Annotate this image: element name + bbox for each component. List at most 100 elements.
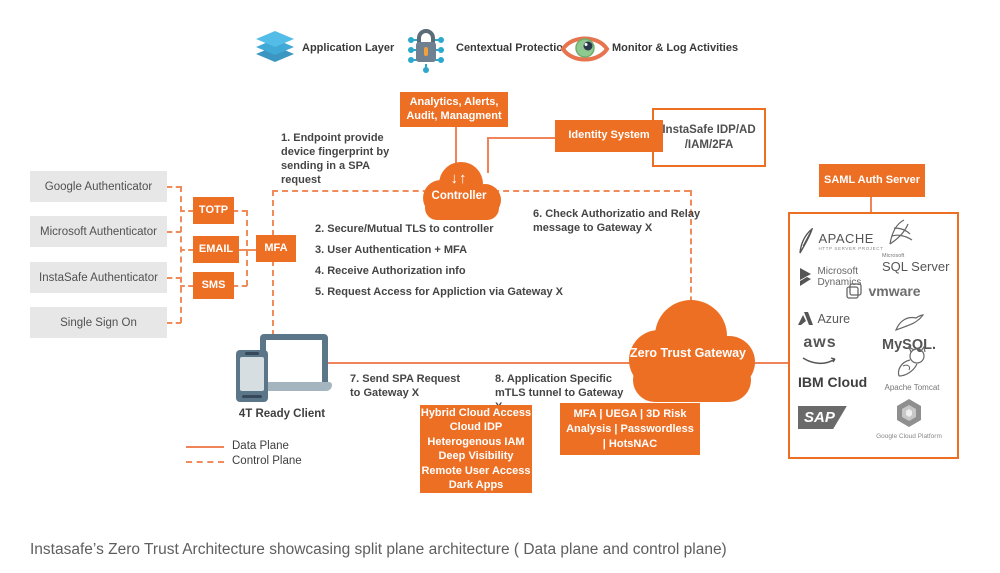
client-label: 4T Ready Client <box>238 408 326 420</box>
connector-rail-mfa <box>246 249 257 251</box>
step-4: 4. Receive Authorization info <box>315 265 466 277</box>
hybrid-features-box: Hybrid Cloud Access Cloud IDP Heterogeno… <box>420 405 532 493</box>
control-plane-vertical-client <box>272 190 274 336</box>
connector-analytics-controller <box>455 126 457 178</box>
step-2: 2. Secure/Mutual TLS to controller <box>315 223 494 235</box>
saml-auth-server-box: SAML Auth Server <box>819 164 925 197</box>
capabilities-label: MFA | UEGA | 3D Risk Analysis | Password… <box>566 407 694 450</box>
gateway-label: Zero Trust Gateway <box>629 346 746 360</box>
authenticator-microsoft: Microsoft Authenticator <box>30 216 167 247</box>
data-plane-line <box>313 362 788 364</box>
diagram-caption: Instasafe’s Zero Trust Architecture show… <box>30 541 727 558</box>
authenticator-instasafe: InstaSafe Authenticator <box>30 262 167 293</box>
google-cloud-logo: Google Cloud Platform <box>874 398 944 440</box>
saml-auth-server-label: SAML Auth Server <box>824 173 920 186</box>
step-7: 7. Send SPA Request to Gateway X <box>350 373 461 399</box>
step-6: 6. Check Authorizatio and Relay message … <box>533 208 701 234</box>
control-plane-vertical-gateway <box>690 190 692 312</box>
analytics-box: Analytics, Alerts,Audit, Managment <box>400 92 508 127</box>
hybrid-line-5: Remote User Access <box>421 464 531 477</box>
step-1: 1. Endpoint provide device fingerprint b… <box>281 132 390 186</box>
sql-server-sub-label: Microsoft <box>882 253 905 259</box>
providers-panel: APACHE HTTP SERVER PROJECT Microsoft SQL… <box>788 212 959 459</box>
tomcat-label: Apache Tomcat <box>884 383 940 392</box>
step-3: 3. User Authentication + MFA <box>315 244 468 256</box>
capabilities-box: MFA | UEGA | 3D Risk Analysis | Password… <box>560 403 700 455</box>
legend-centextual-protection-label: Centextual Protection <box>456 42 570 54</box>
hybrid-line-4: Deep Visibility <box>438 450 514 462</box>
apache-tomcat-logo: Apache Tomcat <box>884 345 940 392</box>
sql-server-swirl-icon <box>889 219 913 245</box>
totp-label: TOTP <box>198 203 229 216</box>
authenticator-microsoft-label: Microsoft Authenticator <box>40 225 157 238</box>
authenticator-sso: Single Sign On <box>30 307 167 338</box>
authenticator-google-label: Google Authenticator <box>44 180 153 193</box>
analytics-line1: Analytics, Alerts, <box>409 95 499 108</box>
idp-line2: /IAM/2FA <box>684 138 734 151</box>
tomcat-cat-icon <box>897 345 926 377</box>
idp-box: InstaSafe IDP/AD/IAM/2FA <box>652 108 766 167</box>
microsoft-dynamics-logo: Microsoft Dynamics <box>798 266 869 288</box>
hybrid-line-3: Heterogenous IAM <box>427 435 525 448</box>
vmware-label: vmware <box>868 283 921 299</box>
ibm-cloud-logo: IBM Cloud <box>798 374 867 390</box>
data-plane-legend-label: Data Plane <box>232 440 289 452</box>
phone-icon <box>236 350 268 402</box>
control-plane-legend-line <box>186 461 224 463</box>
authenticator-instasafe-label: InstaSafe Authenticator <box>39 271 158 284</box>
connector-saml-panel <box>870 197 872 213</box>
email-label: EMAIL <box>198 242 234 255</box>
authenticator-sso-label: Single Sign On <box>60 316 137 329</box>
sms-label: SMS <box>201 278 226 291</box>
aws-logo: aws <box>802 334 838 370</box>
apache-feather-icon <box>799 227 814 254</box>
step-5: 5. Request Access for Appliction via Gat… <box>315 286 563 298</box>
azure-label: Azure <box>817 311 851 326</box>
apache-sub-label: HTTP SERVER PROJECT <box>818 246 884 251</box>
dynamics-label: Microsoft Dynamics <box>817 266 862 288</box>
azure-logo: Azure <box>798 310 850 328</box>
legend-application-layer-label: Application Layer <box>302 42 395 54</box>
hybrid-line-6: Dark Apps <box>448 479 504 491</box>
controller-label: Controller <box>431 190 487 202</box>
connector-google-auth <box>167 186 181 188</box>
identity-system-label: Identity System <box>568 129 650 142</box>
control-plane-rail-factors <box>246 210 248 286</box>
totp-box: TOTP <box>193 197 234 224</box>
connector-microsoft-auth <box>167 231 181 233</box>
legend-monitor-log-label: Monitor & Log Activities <box>612 42 739 54</box>
email-box: EMAIL <box>193 236 239 263</box>
control-plane-rail-left <box>180 186 182 323</box>
connector-controller-identity-v <box>487 137 489 173</box>
laptop-screen-icon <box>260 334 328 390</box>
apache-label: APACHE <box>818 231 874 246</box>
sql-server-label: SQL Server <box>882 259 950 274</box>
connector-rail-totp <box>180 210 193 212</box>
mfa-label: MFA <box>264 241 288 254</box>
authenticator-google: Google Authenticator <box>30 171 167 202</box>
control-plane-legend-label: Control Plane <box>232 455 302 467</box>
laptop-base-icon <box>252 382 332 391</box>
sms-box: SMS <box>193 272 234 299</box>
connector-sms-rail <box>233 285 247 287</box>
vmware-logo: vmware <box>846 282 921 300</box>
sap-logo: SAP <box>798 406 847 429</box>
identity-system-box: Identity System <box>555 120 663 152</box>
analytics-line2: Audit, Managment <box>406 109 502 122</box>
connector-controller-identity-h <box>487 137 555 139</box>
google-cloud-label: Google Cloud Platform <box>876 433 942 440</box>
data-plane-legend-line <box>186 446 224 448</box>
eye-icon <box>560 36 610 62</box>
connector-totp-rail <box>233 210 247 212</box>
vmware-boxes-icon <box>846 283 862 299</box>
connector-rail-sms <box>180 285 193 287</box>
mfa-box: MFA <box>256 235 296 262</box>
controller-cloud: ↓↑ Controller <box>411 156 507 222</box>
azure-icon <box>798 312 813 326</box>
sql-server-logo: Microsoft SQL Server <box>882 218 949 274</box>
gateway-cloud: Zero Trust Gateway <box>613 296 763 404</box>
connector-instasafe-auth <box>167 277 181 279</box>
connector-sso <box>167 322 181 324</box>
connector-rail-email <box>180 249 193 251</box>
controller-arrows: ↓↑ <box>450 170 468 187</box>
